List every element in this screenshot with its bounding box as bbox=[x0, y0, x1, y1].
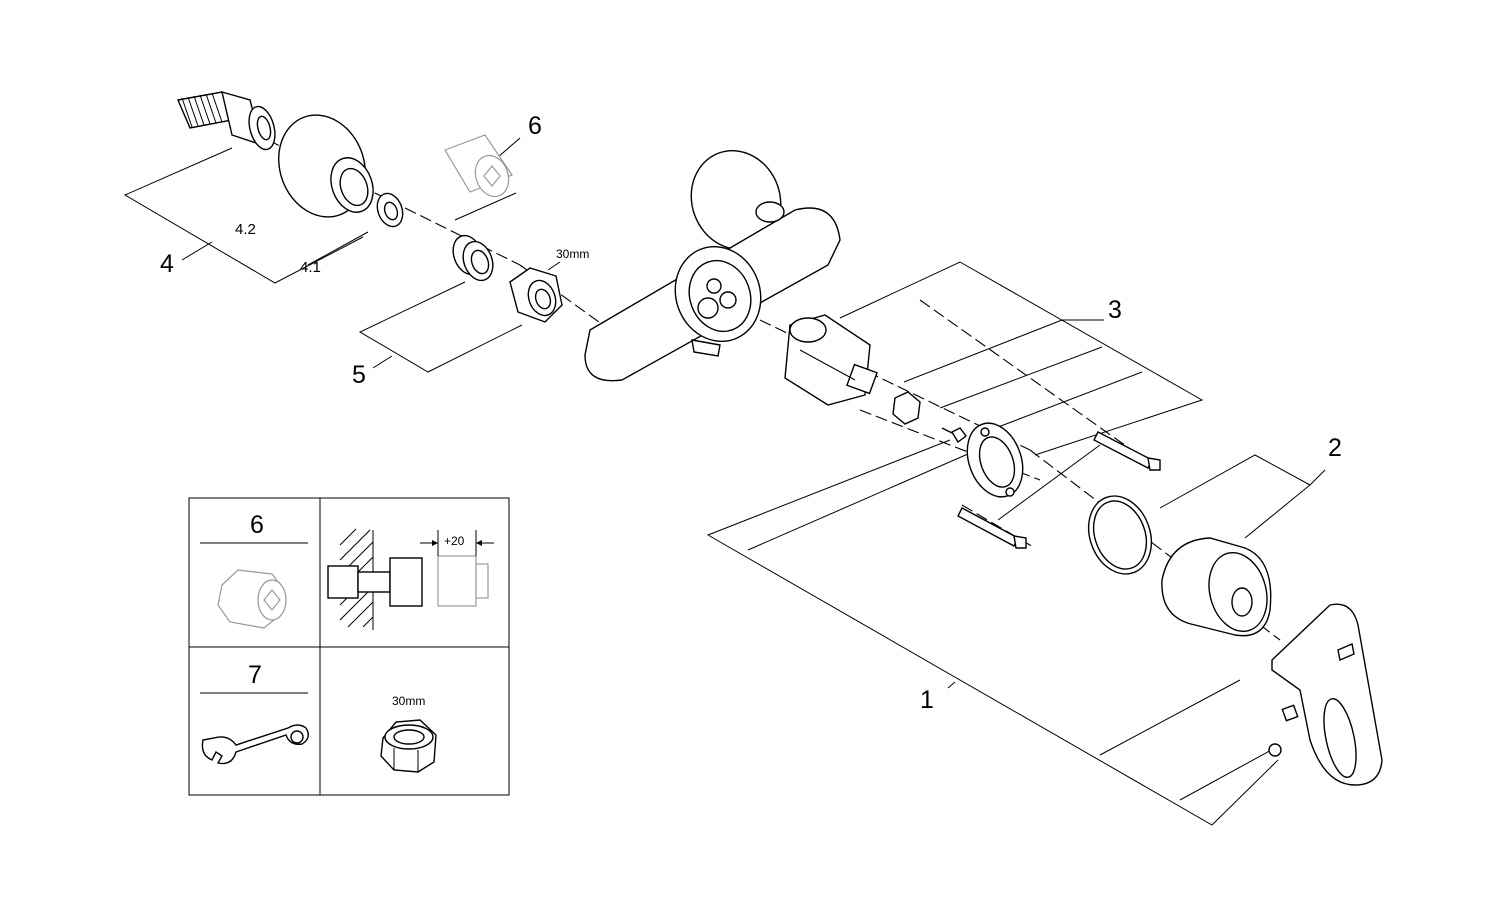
nut-30mm bbox=[509, 267, 563, 323]
threaded-adapter-5 bbox=[452, 234, 494, 282]
inset-nut-icon bbox=[380, 719, 437, 773]
adapter-bit bbox=[892, 391, 921, 425]
small-screw bbox=[941, 427, 967, 444]
cover-sleeve bbox=[1161, 537, 1272, 637]
callout-4-2: 4.2 bbox=[235, 221, 256, 238]
accessory-inset: 6 +20 bbox=[188, 497, 510, 796]
callout-4: 4 bbox=[160, 250, 174, 278]
mounting-plate bbox=[966, 422, 1024, 498]
long-screw-upper bbox=[1093, 431, 1161, 471]
callout-3: 3 bbox=[1108, 296, 1122, 324]
nut-size-label: 30mm bbox=[556, 247, 589, 261]
callouts: 1 2 3 4 4.1 4.2 5 6 30mm bbox=[160, 112, 1342, 714]
o-ring bbox=[1087, 495, 1153, 575]
cartridge bbox=[784, 314, 878, 406]
long-screw-lower bbox=[957, 507, 1027, 549]
callout-5: 5 bbox=[352, 361, 366, 389]
inset-extension-dimension: +20 bbox=[444, 534, 465, 548]
inset-label-6: 6 bbox=[250, 511, 264, 539]
washer-4-1 bbox=[376, 192, 404, 228]
callout-6: 6 bbox=[528, 112, 542, 140]
escutcheon-4-2 bbox=[278, 114, 374, 218]
extension-piece-6 bbox=[444, 134, 513, 198]
inset-wall-section bbox=[327, 528, 494, 630]
inset-extension-icon bbox=[217, 569, 287, 629]
leader-lines bbox=[123, 137, 1326, 826]
callout-2: 2 bbox=[1328, 434, 1342, 462]
callout-1: 1 bbox=[920, 686, 934, 714]
lever-handle bbox=[1271, 603, 1383, 786]
connector-fitting bbox=[177, 91, 276, 151]
inset-nut-size-label: 30mm bbox=[392, 694, 425, 708]
callout-4-1: 4.1 bbox=[300, 259, 321, 276]
valve-body bbox=[584, 149, 841, 382]
wrench-icon bbox=[201, 724, 309, 765]
set-screws bbox=[1268, 704, 1299, 757]
inset-label-7: 7 bbox=[248, 661, 262, 689]
